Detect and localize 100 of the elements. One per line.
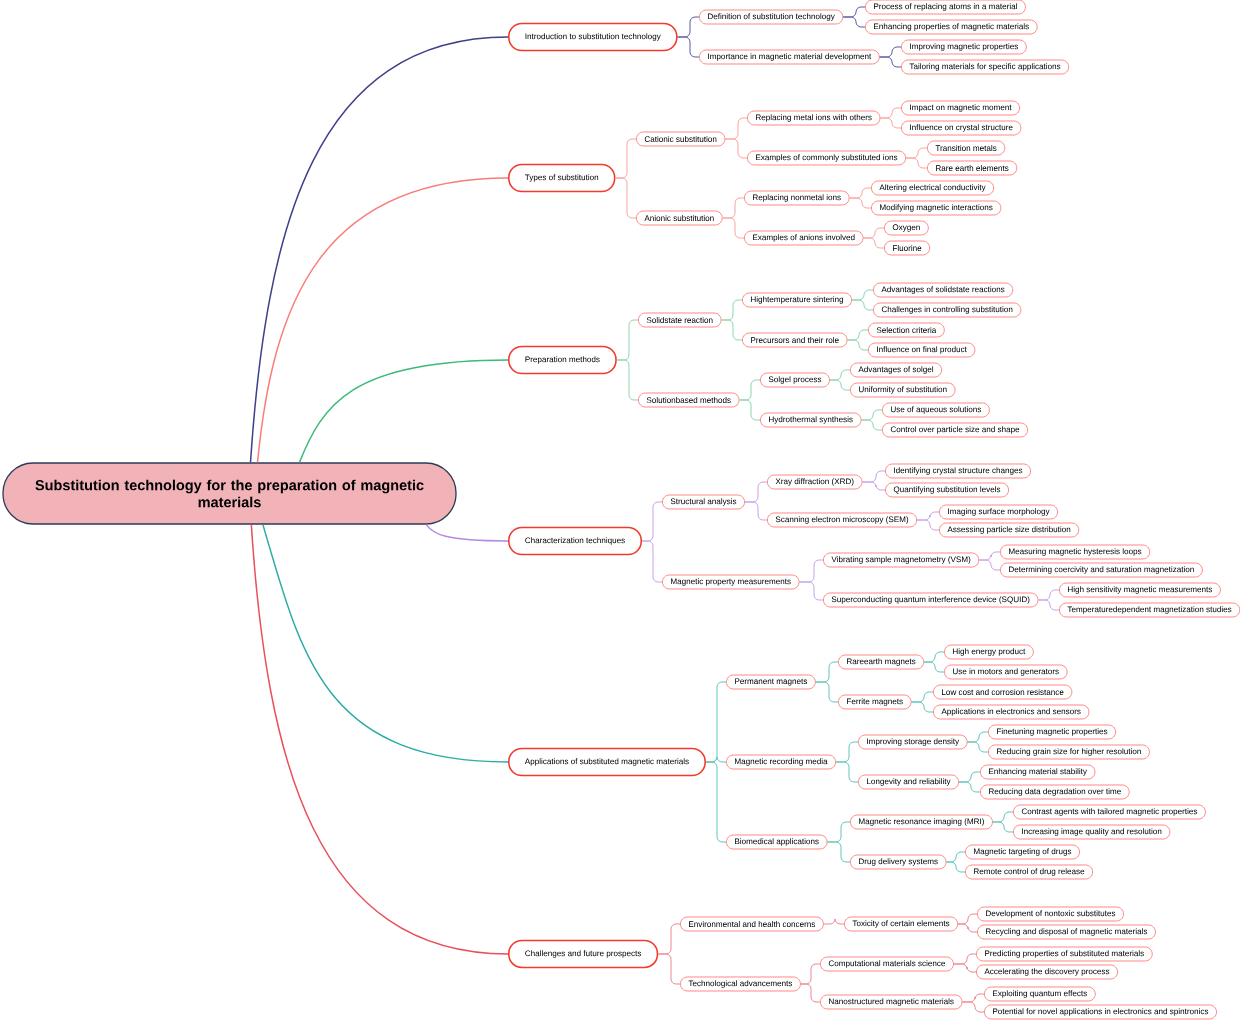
subtopic-box: Permanent magnets [726,674,816,690]
detail-box: High sensitivity magnetic measurements [1059,582,1221,598]
detail-box: Use in motors and generators [944,664,1068,680]
connector-line [957,923,978,933]
connector-line [835,761,859,783]
connector-line [724,138,748,159]
connector-line [879,56,902,68]
main-topic-box: Challenges and future prospects [508,939,659,969]
connector-line [961,1001,985,1013]
detail-box: Low cost and corrosion resistance [933,684,1073,700]
subtopic-box: Magnetic resonance imaging (MRI) [850,814,993,830]
central-topic-box: Substitution technology for the preparation of magnetic materials [2,462,457,525]
branch-curve [250,523,509,955]
connector-line [860,419,883,431]
detail-box: Control over particle size and shape [882,422,1028,438]
connector-line [861,481,886,491]
connector-line [815,681,839,703]
subtopic-box: Solutionbased methods [638,392,740,408]
detail-box: Development of nontoxic substitutes [977,906,1124,922]
connector-line [862,237,885,249]
detail-box: Influence on final product [868,342,976,358]
detail-box: Exploiting quantum effects [984,986,1096,1002]
detail-box: Reducing data degradation over time [980,784,1130,800]
detail-box: Determining coercivity and saturation magnetization [1000,562,1203,578]
connector-line [616,359,639,401]
connector-line [916,519,940,531]
connector-line [798,581,824,601]
subtopic-box: Replacing metal ions with others [747,110,881,126]
branch-curve [298,359,509,464]
detail-box: Advantages of solidstate reactions [873,282,1014,298]
subtopic-box: Examples of commonly substituted ions [747,150,907,166]
main-topic-box: Characterization techniques [508,526,642,556]
subtopic-box: Environmental and health concerns [680,916,824,932]
subtopic-box: Superconducting quantum interference device (SQUID) [823,592,1039,608]
subtopic-box: Hydrothermal synthesis [760,412,862,428]
subtopic-box: Nanostructured magnetic materials [820,994,963,1010]
subtopic-box: Structural analysis [662,494,745,510]
connector-line [641,540,663,583]
subtopic-box: Definition of substitution technology [699,9,844,25]
branch-curve [249,36,509,464]
subtopic-box: Scanning electron microscopy (SEM) [767,512,918,528]
detail-box: Recycling and disposal of magnetic materials [977,924,1156,940]
connector-line [992,821,1014,833]
detail-box: Imaging surface morphology [939,504,1058,520]
connector-line [800,983,821,1003]
subtopic-box: Ferrite magnets [838,694,912,710]
detail-box: Uniformity of substitution [850,382,956,398]
subtopic-box: Drug delivery systems [850,854,947,870]
connector-line [879,117,902,129]
connector-line [967,741,989,753]
detail-box: Identifying crystal structure changes [885,463,1031,479]
detail-box: Potential for novel applications in electronics and spintronics [984,1004,1217,1020]
subtopic-box: Examples of anions involved [744,230,864,246]
detail-box: Contrast agents with tailored magnetic properties [1013,804,1206,820]
detail-box: Enhancing properties of magnetic materials [865,19,1038,35]
detail-box: Accelerating the discovery process [976,964,1118,980]
connector-line [738,399,761,421]
connector-line [847,339,869,351]
connector-line [946,861,966,873]
connector-line [923,661,945,673]
detail-box: Assessing particle size distribution [939,522,1080,538]
detail-box: Modifying magnetic interactions [871,200,1002,216]
connector-line [958,781,981,793]
subtopic-box: Technological advancements [680,976,801,992]
detail-box: Process of replacing atoms in a material [865,0,1026,15]
subtopic-box: Hightemperature sintering [742,292,852,308]
subtopic-box: Solgel process [760,372,830,388]
detail-box: Rare earth elements [927,160,1018,176]
subtopic-box: Anionic substitution [636,210,723,226]
subtopic-box: Xray diffraction (XRD) [767,474,863,490]
subtopic-box: Vibrating sample magnetometry (VSM) [823,552,980,568]
main-topic-box: Applications of substituted magnetic materials [508,747,706,777]
detail-box: Quantifying substitution levels [885,482,1009,498]
connector-line [911,701,934,713]
branch-curve [425,523,509,542]
connector-line [722,217,745,239]
detail-box: Impact on magnetic moment [901,100,1020,116]
detail-box: Improving magnetic properties [901,39,1027,55]
subtopic-box: Biomedical applications [726,834,828,850]
detail-box: Magnetic targeting of drugs [965,844,1080,860]
subtopic-box: Rareearth magnets [838,654,925,670]
connector-line [1037,599,1060,611]
detail-box: Fluorine [884,240,931,256]
subtopic-box: Magnetic recording media [726,754,836,770]
connector-line [744,501,768,521]
connector-line [953,963,977,973]
branch-curve [262,523,509,763]
connector-line [851,299,874,311]
connector-line [614,177,637,219]
detail-box: Predicting properties of substituted materials [976,946,1153,962]
connector-line [657,953,681,985]
detail-box: High energy product [944,644,1034,660]
detail-box: Oxygen [884,220,929,236]
detail-box: Enhancing material stability [980,764,1096,780]
subtopic-box: Magnetic property measurements [662,574,800,590]
branch-curve [256,177,509,464]
detail-box: Increasing image quality and resolution [1013,824,1171,840]
detail-box: Transition metals [927,140,1006,156]
detail-box: Remote control of drug release [965,864,1093,880]
subtopic-box: Replacing nonmetal ions [744,190,850,206]
